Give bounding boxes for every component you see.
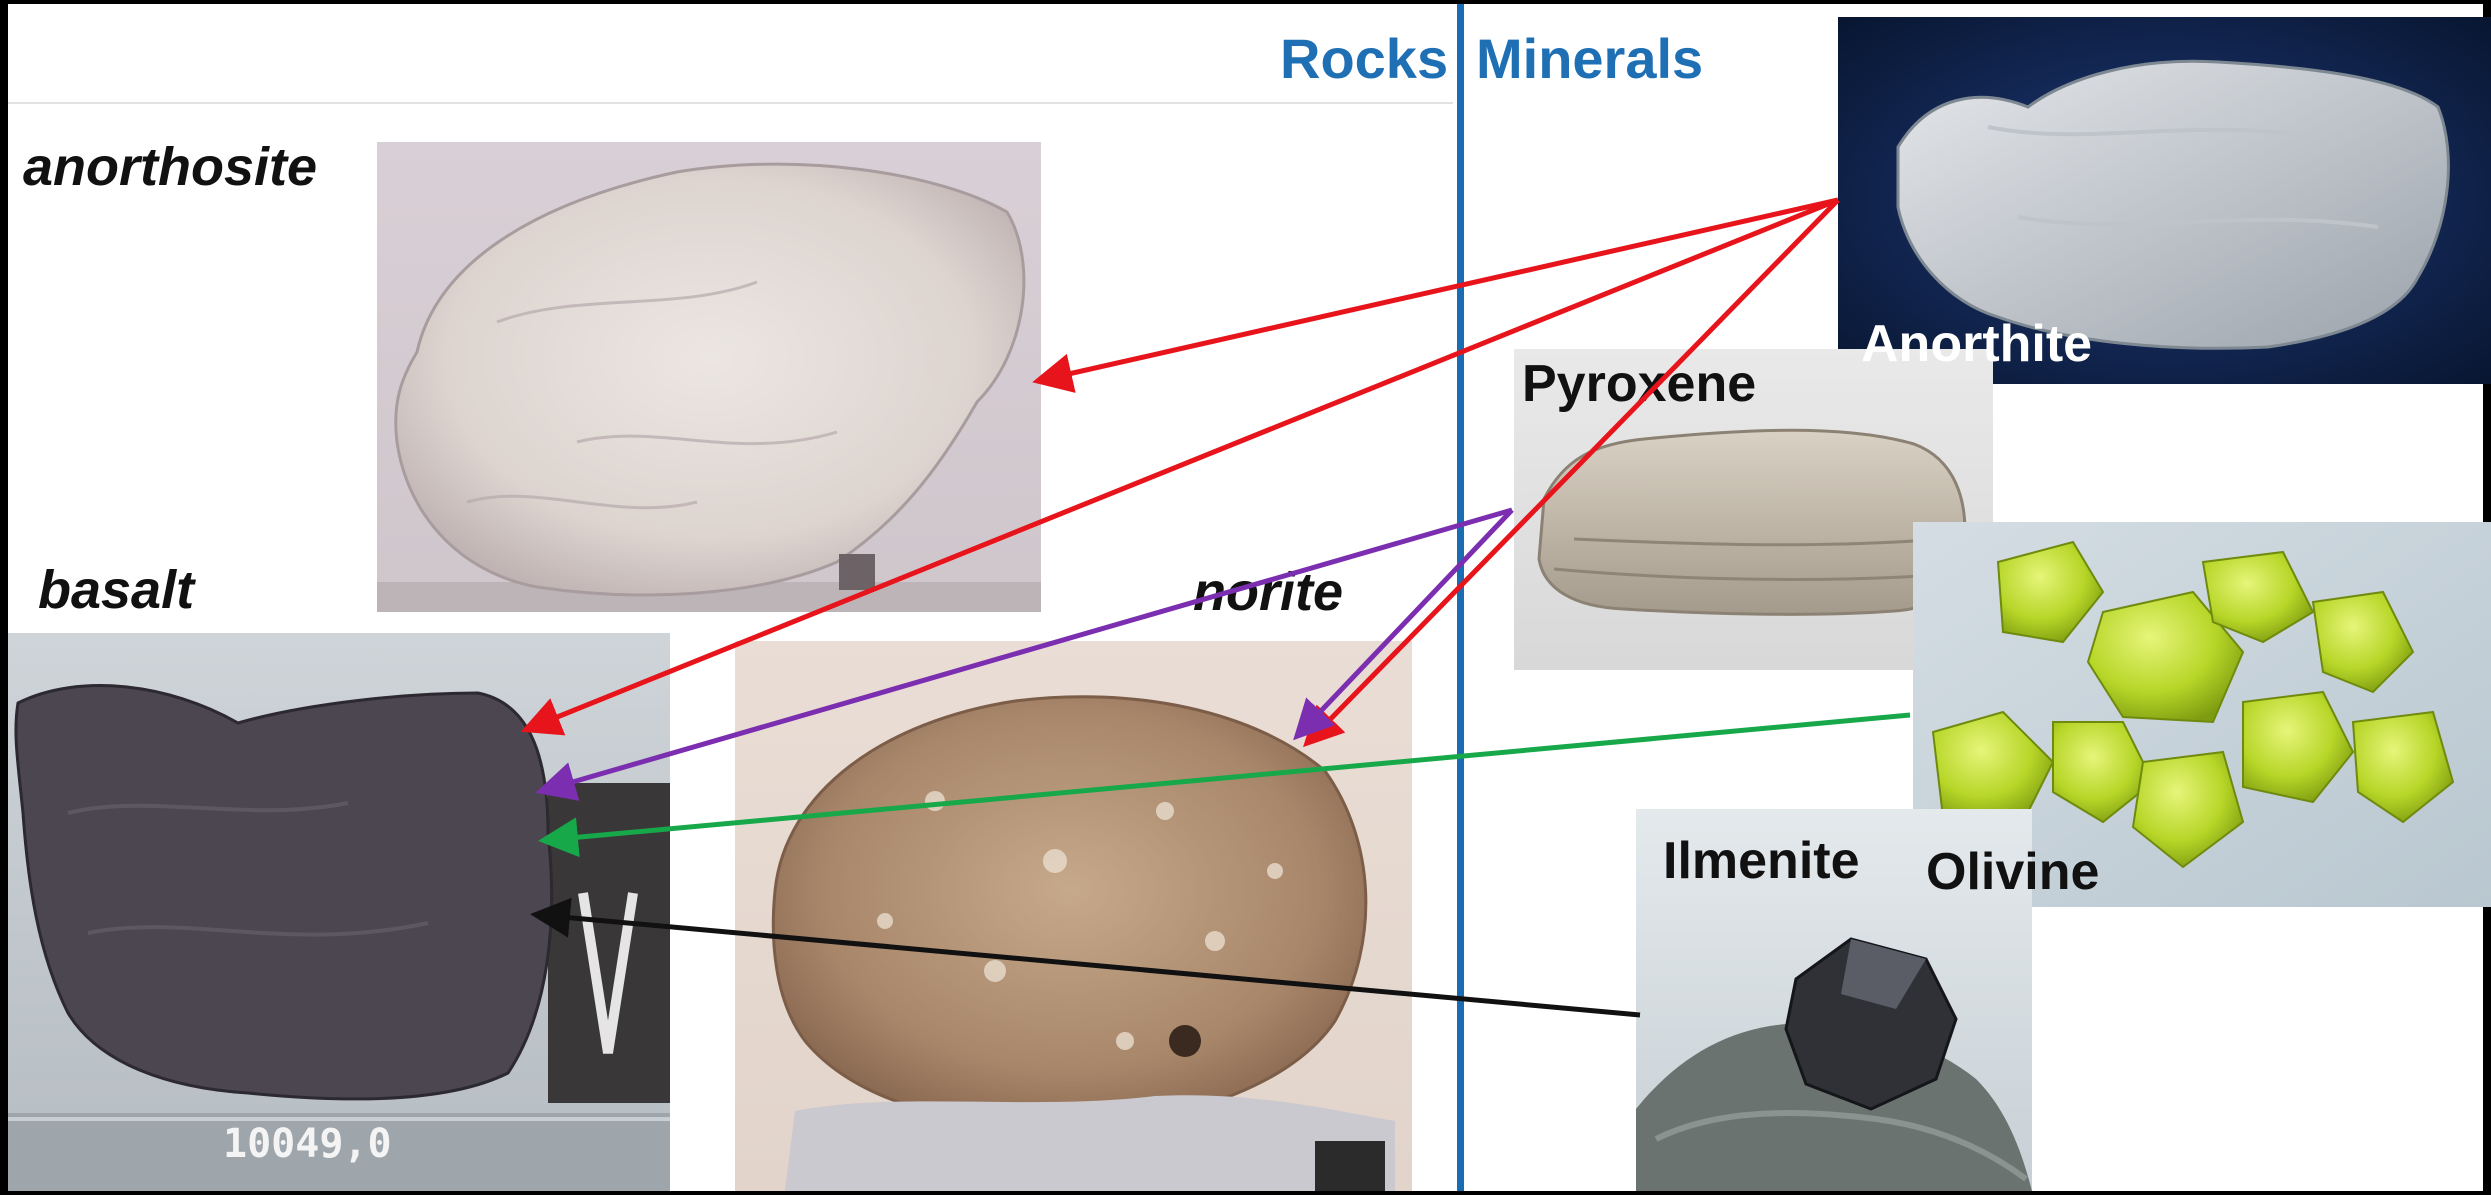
olivine-label: Olivine [1926,842,2099,902]
anorthosite-photo [377,142,1041,612]
minerals-header: Minerals [1476,26,1703,91]
header-rule [8,102,1453,104]
basalt-sample-id: 10049,0 [223,1121,392,1167]
rocks-minerals-divider [1457,4,1464,1191]
basalt-photo [8,633,670,1191]
norite-label: norite [1193,561,1343,623]
anorthite-label: Anorthite [1861,314,2092,374]
ilmenite-label: Ilmenite [1663,831,1860,891]
anorthosite-label: anorthosite [23,136,317,198]
basalt-label: basalt [38,559,194,621]
norite-photo [735,641,1412,1191]
rocks-header: Rocks [1280,26,1448,91]
slide-canvas: Rocks Minerals [8,4,2483,1191]
pyroxene-label: Pyroxene [1522,354,1756,414]
